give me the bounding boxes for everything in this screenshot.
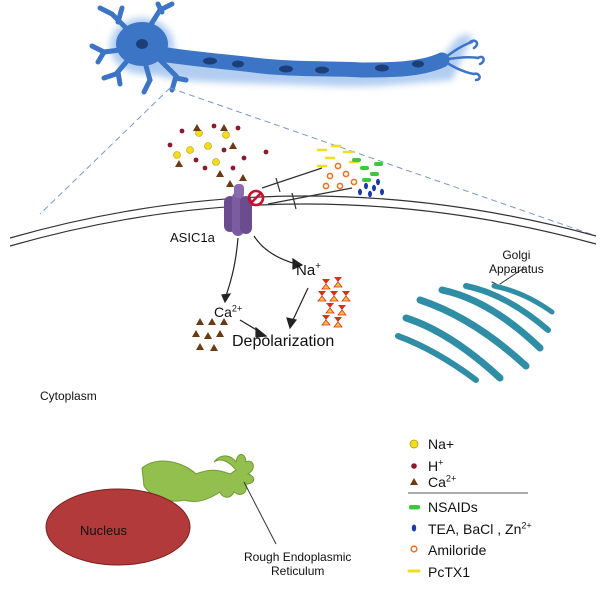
ca-ion-label: Ca2+	[214, 303, 243, 320]
cell-membrane	[9, 195, 597, 247]
golgi-label: Golgi Apparatus	[489, 248, 544, 276]
rer-label: Rough Endoplasmic Reticulum	[244, 550, 352, 578]
nucleus	[45, 488, 191, 566]
asic1a-label: ASIC1a	[170, 230, 215, 245]
depolarization-label: Depolarization	[232, 333, 335, 350]
legend-pctx1: PcTX1	[428, 564, 471, 580]
na-hourglass-icon	[333, 317, 343, 328]
legend-h: H+	[428, 457, 444, 474]
legend-na: Na+	[428, 436, 455, 452]
golgi-apparatus	[395, 267, 555, 383]
na-hourglass-icon	[337, 305, 347, 316]
na-ion-label: Na+	[296, 261, 321, 279]
intracellular-ca	[192, 318, 228, 351]
inhibition-lines	[261, 167, 353, 210]
na-hourglass-icon	[321, 279, 331, 290]
intracellular-na	[317, 277, 351, 328]
legend-ca: Ca2+	[428, 473, 457, 490]
na-hourglass-icon	[329, 291, 339, 302]
nucleus-label: Nucleus	[80, 523, 127, 538]
na-hourglass-icon	[333, 277, 343, 288]
na-hourglass-icon	[325, 303, 335, 314]
na-hourglass-icon	[341, 291, 351, 302]
legend-amiloride: Amiloride	[428, 542, 487, 558]
blocker-molecules	[316, 144, 384, 198]
legend-tea: TEA, BaCl , Zn2+	[428, 520, 532, 537]
block-icon	[247, 189, 265, 207]
na-hourglass-icon	[317, 291, 327, 302]
rough-er	[141, 454, 255, 503]
zoom-lines	[39, 87, 597, 237]
cytoplasm-label: Cytoplasm	[40, 389, 97, 403]
neuron-illustration	[89, 1, 485, 95]
flux-arrows	[221, 235, 309, 338]
legend-icons	[407, 439, 528, 573]
rer-pointer-line	[243, 481, 277, 545]
na-hourglass-icon	[321, 315, 331, 326]
legend-nsaids: NSAIDs	[428, 499, 478, 515]
extracellular-ions	[167, 123, 269, 187]
asic1a-channel	[224, 184, 252, 236]
